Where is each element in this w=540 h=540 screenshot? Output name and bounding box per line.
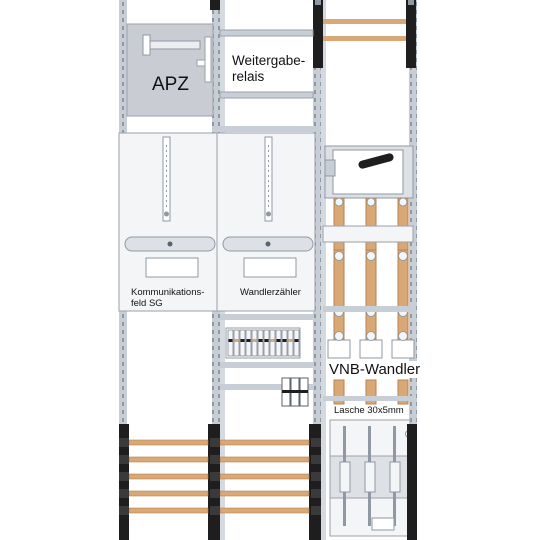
copper-bar <box>128 456 209 463</box>
terminal-block <box>287 329 294 357</box>
terminal-marker <box>288 339 293 342</box>
copper-bar <box>219 507 310 514</box>
busbar-clamp <box>119 455 129 464</box>
meter-panel-wandlerzaehler <box>216 132 316 312</box>
terminal-marker <box>264 339 269 342</box>
label-apz: APZ <box>152 74 189 95</box>
label-kommunikation-line2: feld SG <box>131 298 163 309</box>
small-terminals <box>220 377 313 407</box>
label-weitergabe-line2: relais <box>232 69 265 84</box>
terminal-block <box>251 329 258 357</box>
rail-right <box>409 0 417 540</box>
terminal-block <box>239 329 246 357</box>
rail-mid-right <box>313 0 321 540</box>
copper-bar <box>219 490 310 497</box>
busbar-clamp <box>311 489 321 498</box>
terminal-block <box>293 329 300 357</box>
fuse-panel <box>329 419 417 540</box>
copper-bar <box>219 473 310 480</box>
label-lasche: Lasche 30x5mm <box>334 405 404 416</box>
copper-bar <box>128 473 209 480</box>
busbar-clamp <box>119 489 129 498</box>
terminal-marker <box>282 339 287 342</box>
terminal-block <box>257 329 264 357</box>
copper-bar <box>128 490 209 497</box>
busbar-clamp <box>311 455 321 464</box>
terminal-block <box>269 329 276 357</box>
main-switch <box>324 145 414 199</box>
terminal-marker <box>246 339 251 342</box>
busbar-clamp <box>210 472 220 481</box>
busbar-clamp <box>311 506 321 515</box>
busbar-clamp <box>311 472 321 481</box>
busbar-clamp <box>210 455 220 464</box>
terminal-block <box>263 329 270 357</box>
copper-busbars <box>322 197 414 341</box>
label-wandlerzaehler: Wandlerzähler <box>240 287 301 298</box>
rail-right-inner <box>321 0 326 540</box>
copper-bar <box>219 439 310 446</box>
busbar-clamp <box>210 438 220 447</box>
apz-panel <box>126 0 220 117</box>
label-vnb-wandler: VNB-Wandler <box>327 361 423 378</box>
terminal-marker <box>294 339 299 342</box>
busbar-clamp <box>119 438 129 447</box>
terminal-marker <box>240 339 245 342</box>
terminal-marker <box>258 339 263 342</box>
vnb-transformers <box>323 331 415 405</box>
terminal-marker <box>252 339 257 342</box>
label-kommunikation-line1: Kommunikations- <box>131 287 205 298</box>
top-busbar-section <box>313 0 416 68</box>
copper-bar <box>128 507 209 514</box>
busbar-clamp <box>210 489 220 498</box>
meter-panel-kommunikation <box>118 132 218 312</box>
terminal-block <box>275 329 282 357</box>
label-weitergabe-line1: Weitergabe- <box>232 53 306 68</box>
terminal-block-strip <box>220 314 313 368</box>
terminal-marker <box>270 339 275 342</box>
busbar-clamp <box>119 506 129 515</box>
copper-bar <box>219 456 310 463</box>
busbar-clamp <box>119 472 129 481</box>
terminal-block <box>233 329 240 357</box>
terminal-marker <box>234 339 239 342</box>
terminal-block <box>227 329 234 357</box>
terminal-marker <box>228 339 233 342</box>
busbar-clamp <box>311 438 321 447</box>
bottom-busbars <box>119 424 321 540</box>
copper-bar <box>128 439 209 446</box>
terminal-marker <box>276 339 281 342</box>
relay-area <box>212 29 321 132</box>
terminal-block <box>281 329 288 357</box>
terminal-block <box>245 329 252 357</box>
busbar-clamp <box>210 506 220 515</box>
